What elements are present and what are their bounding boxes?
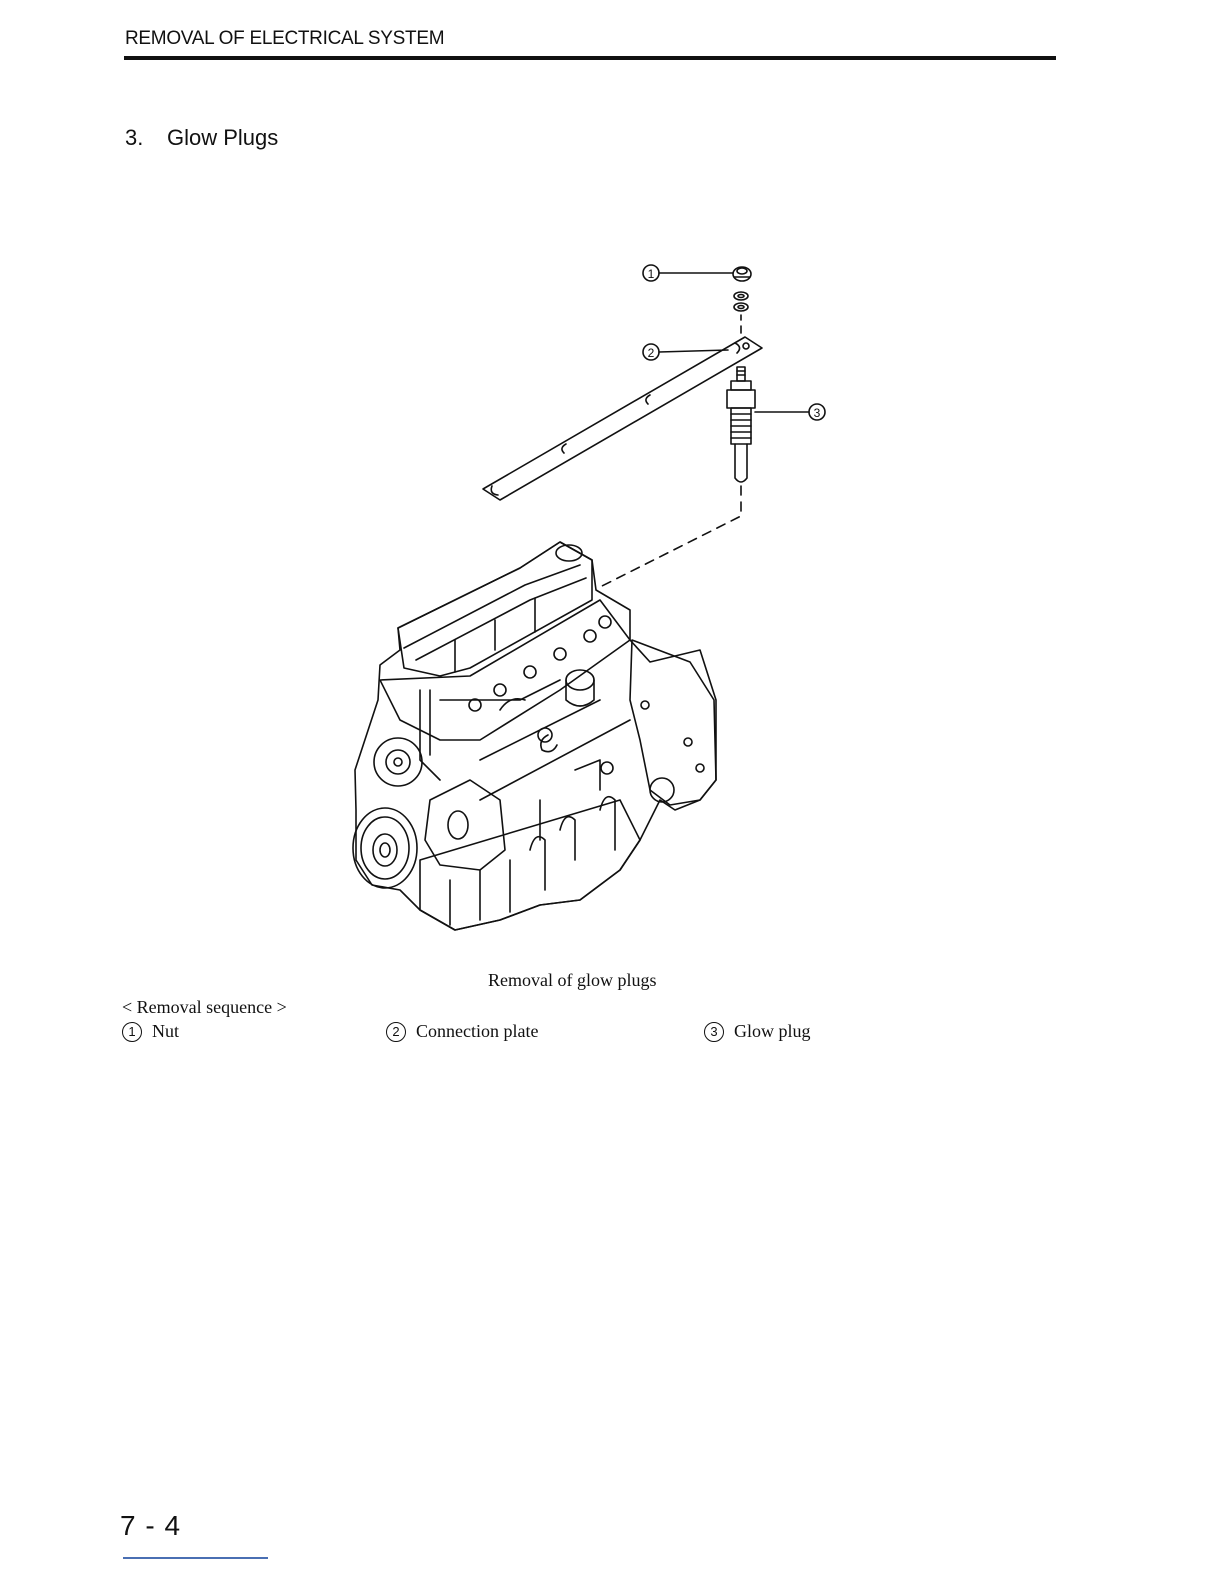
engine-illustration: [353, 542, 716, 930]
sequence-item-connection-plate: 2 Connection plate: [386, 1021, 538, 1042]
section-heading: Glow Plugs: [167, 125, 278, 150]
callout-3: 3: [755, 404, 825, 420]
sequence-label-3: Glow plug: [734, 1021, 811, 1041]
install-path-line: [598, 486, 741, 588]
page-number: 7 - 4: [120, 1510, 181, 1542]
header-rule: [124, 56, 1056, 60]
svg-text:3: 3: [814, 406, 821, 420]
sequence-number-2: 2: [386, 1022, 406, 1042]
page-header-title: REMOVAL OF ELECTRICAL SYSTEM: [125, 28, 444, 50]
connection-plate-part: [483, 337, 762, 500]
callout-1: 1: [643, 265, 733, 281]
sequence-label-1: Nut: [152, 1021, 179, 1041]
sequence-number-1: 1: [122, 1022, 142, 1042]
nut-part: [733, 267, 751, 333]
figure-caption: Removal of glow plugs: [488, 970, 657, 991]
footer-rule: [123, 1557, 268, 1559]
section-number: 3.: [125, 125, 167, 151]
callout-2: 2: [643, 344, 728, 360]
svg-text:1: 1: [648, 267, 655, 281]
glow-plug-part: [727, 367, 755, 482]
sequence-item-glow-plug: 3 Glow plug: [704, 1021, 811, 1042]
sequence-number-3: 3: [704, 1022, 724, 1042]
sequence-item-nut: 1 Nut: [122, 1021, 179, 1042]
svg-text:2: 2: [648, 346, 655, 360]
section-title: 3.Glow Plugs: [125, 125, 278, 151]
sequence-label-2: Connection plate: [416, 1021, 538, 1041]
removal-sequence-title: < Removal sequence >: [122, 997, 287, 1018]
